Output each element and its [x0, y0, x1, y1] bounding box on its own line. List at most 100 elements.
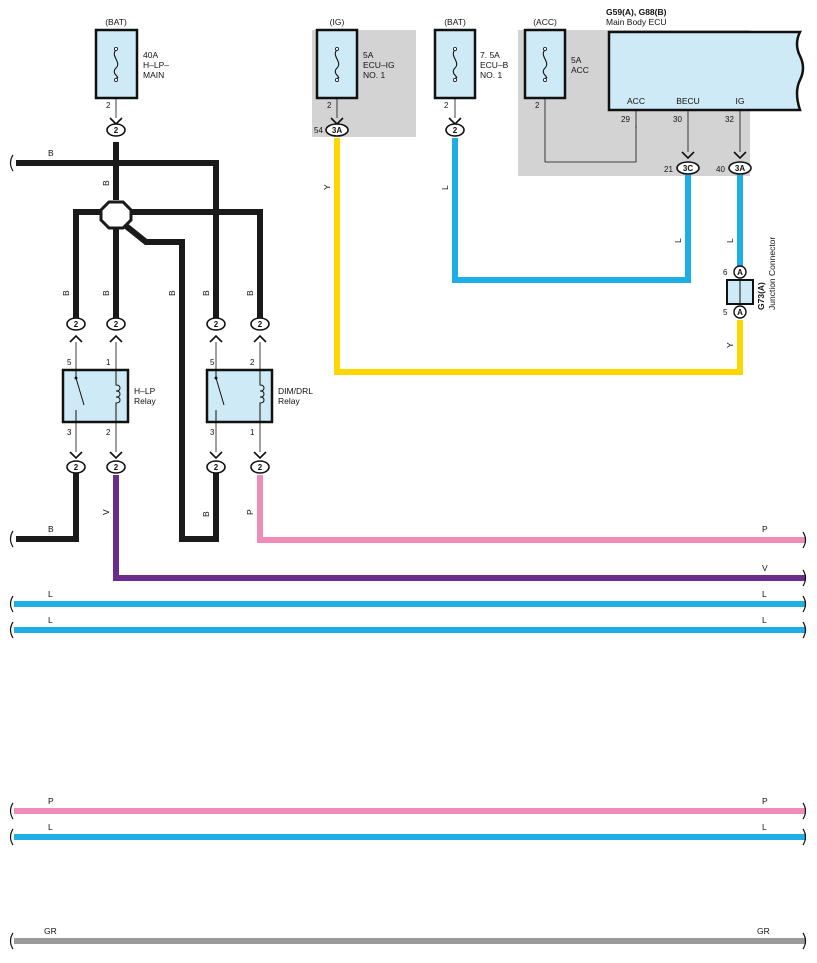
connector-label: 2 — [214, 320, 219, 329]
fuse-ecuig-source: (IG) — [330, 17, 345, 27]
fuse-ecuig-pin: 2 — [327, 101, 332, 110]
connector-label: 3A — [332, 126, 342, 135]
connectors: 2 3A 2 3C 3A 2 — [66, 117, 752, 474]
label-b-bottom: B — [48, 524, 54, 534]
relay-dim-pin-bl: 3 — [210, 428, 215, 437]
label-p-left-2: P — [48, 796, 54, 806]
connector-3a-ecu: 3A — [728, 151, 752, 175]
fuse-acc-pin: 2 — [535, 101, 540, 110]
label-v-vert: V — [101, 509, 111, 515]
label-l-right-3: L — [762, 822, 767, 832]
fuse-acc-source: (ACC) — [533, 17, 557, 27]
label-b-5: B — [245, 290, 255, 296]
relay-hlp-name2: Relay — [134, 396, 156, 406]
label-b-4: B — [201, 290, 211, 296]
fuse-ecub-name1: ECU–B — [480, 60, 509, 70]
connector-label: 2 — [114, 320, 119, 329]
fuse-hlp-source: (BAT) — [105, 17, 127, 27]
label-p-right: P — [762, 524, 768, 534]
label-p-vert: P — [245, 509, 255, 515]
relay-hlp-name1: H–LP — [134, 386, 156, 396]
fuse-ecuig-conn-pin: 54 — [314, 126, 323, 135]
relay-hlp: 5 1 3 2 H–LP Relay — [61, 342, 156, 452]
connector-label: 2 — [74, 320, 79, 329]
label-p-right-2: P — [762, 796, 768, 806]
main-body-ecu: G59(A), G88(B) Main Body ECU ACC BECU IG… — [606, 7, 805, 174]
ecu-pin-acc: 29 — [621, 115, 630, 124]
label-b-3: B — [167, 290, 177, 296]
connector-label: 2 — [114, 126, 119, 135]
connector-relay-top-1: 2 — [66, 317, 86, 343]
fuse-hlp-name2: MAIN — [143, 70, 164, 80]
junction-connector: A A 6 5 G73(A) Junction Connector — [723, 237, 777, 319]
wire-labels: B B B B B B B B B V P Y L L L Y P V L L … — [44, 148, 770, 936]
label-gr-left: GR — [44, 926, 57, 936]
connector-label: 2 — [258, 463, 263, 472]
ecu-pin-becu: 30 — [673, 115, 682, 124]
connector-relay-top-3: 2 — [206, 317, 226, 343]
connector-label: 3C — [683, 164, 693, 173]
ecu-conn-pin-40: 40 — [716, 165, 725, 174]
label-b-2: B — [101, 290, 111, 296]
relay-dim-drl: 5 2 3 1 DIM/DRL Relay — [205, 342, 313, 452]
label-l-left-1: L — [48, 589, 53, 599]
label-l-vert-1: L — [440, 185, 450, 190]
connector-3c: 3C — [676, 151, 700, 175]
relay-hlp-pin-tl: 5 — [67, 358, 72, 367]
connector-3a-ecuig: 3A — [325, 117, 349, 137]
ecu-code: G59(A), G88(B) — [606, 7, 667, 17]
connector-label: 3A — [735, 164, 745, 173]
junction-code: G73(A) — [756, 282, 766, 310]
relay-hlp-pin-br: 2 — [106, 428, 111, 437]
wire-yellow — [334, 138, 743, 375]
label-l-right-2: L — [762, 615, 767, 625]
relay-dim-pin-tl: 5 — [210, 358, 215, 367]
connector-relay-bottom-1: 2 — [66, 451, 86, 474]
label-v-right: V — [762, 563, 768, 573]
label-l-vert-3: L — [725, 238, 735, 243]
ecu-pin-ig: 32 — [725, 115, 734, 124]
ecu-terminal-ig: IG — [736, 96, 745, 106]
relay-hlp-pin-tr: 1 — [106, 358, 111, 367]
ecu-name: Main Body ECU — [606, 17, 666, 27]
connector-relay-top-4: 2 — [250, 317, 270, 343]
label-l-right-1: L — [762, 589, 767, 599]
fuse-ecuig-name2: NO. 1 — [363, 70, 385, 80]
fuse-ecub-name2: NO. 1 — [480, 70, 502, 80]
label-b-6: B — [201, 511, 211, 517]
ecu-terminal-becu: BECU — [676, 96, 700, 106]
connector-relay-top-2: 2 — [106, 317, 126, 343]
label-l-vert-2: L — [673, 238, 683, 243]
connector-label: 2 — [74, 463, 79, 472]
fuse-hlp-name1: H–LP– — [143, 60, 169, 70]
connector-ecub: 2 — [445, 117, 465, 137]
label-l-left-3: L — [48, 822, 53, 832]
label-b-top: B — [48, 148, 54, 158]
wire-pink — [257, 475, 806, 543]
fuse-hlp-amp: 40A — [143, 50, 158, 60]
fuse-acc-amp: 5A — [571, 55, 582, 65]
wire-violet — [113, 475, 806, 581]
junction-bottom-label: A — [737, 308, 743, 317]
label-y-vert-2: Y — [725, 342, 735, 348]
junction-top-label: A — [737, 268, 743, 277]
fuse-hlp-pin: 2 — [106, 101, 111, 110]
fuse-hlp-main: (BAT) 40A H–LP– MAIN 2 — [94, 17, 169, 118]
label-b-1: B — [61, 290, 71, 296]
relay-hlp-pin-bl: 3 — [67, 428, 72, 437]
wire-blue-ecub — [452, 138, 691, 283]
ecu-conn-pin-21: 21 — [664, 165, 673, 174]
fuse-ecub-amp: 7. 5A — [480, 50, 500, 60]
fuse-ecub-source: (BAT) — [444, 17, 466, 27]
junction-pin-top: 6 — [723, 268, 728, 277]
relay-dim-name1: DIM/DRL — [278, 386, 313, 396]
fuse-ecuig-name1: ECU–IG — [363, 60, 395, 70]
junction-pin-bottom: 5 — [723, 308, 728, 317]
connector-label: 2 — [453, 126, 458, 135]
relay-dim-pin-tr: 2 — [250, 358, 255, 367]
label-b-vert: B — [101, 180, 111, 186]
fuse-ecu-b: (BAT) 7. 5A ECU–B NO. 1 2 — [433, 17, 509, 118]
ecu-terminal-acc: ACC — [627, 96, 645, 106]
splice-point — [99, 200, 133, 230]
